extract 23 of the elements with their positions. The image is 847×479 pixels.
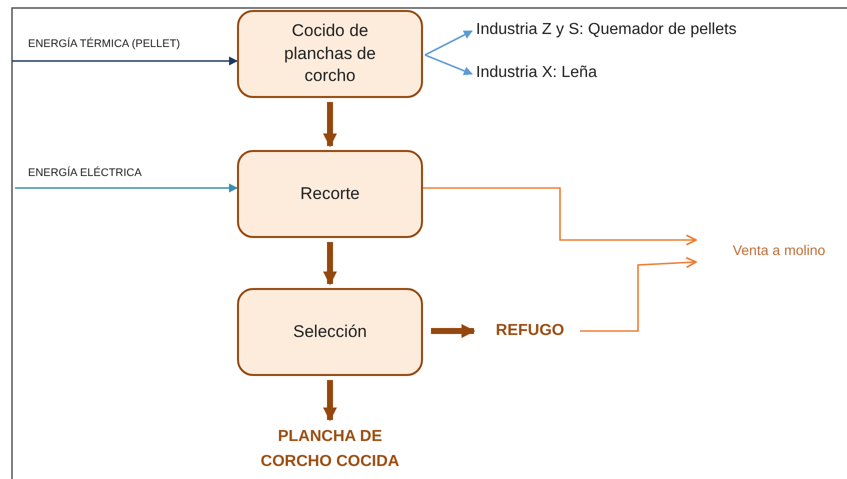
thick-arrow xyxy=(323,380,337,422)
arrow xyxy=(423,187,697,246)
process-label: Selección xyxy=(293,320,367,343)
arrow xyxy=(424,30,473,56)
edge-label: ENERGÍA TÉRMICA (PELLET) xyxy=(28,38,180,50)
process-box xyxy=(237,150,423,238)
edge-label: ENERGÍA ELÉCTRICA xyxy=(28,167,142,179)
arrow xyxy=(580,256,697,332)
process-label: Cocido de planchas de corcho xyxy=(283,20,377,88)
output-label: REFUGO xyxy=(490,319,570,343)
output-text: Industria X: Leña xyxy=(476,61,636,85)
thick-arrow xyxy=(323,102,337,148)
output-text: Industria Z y S: Quemador de pellets xyxy=(476,18,796,42)
process-box xyxy=(237,10,423,98)
destination-text: Venta a molino xyxy=(716,238,842,262)
arrow xyxy=(15,184,238,192)
process-label: Recorte xyxy=(300,182,360,205)
arrow xyxy=(424,54,473,76)
arrow xyxy=(12,56,238,66)
process-box xyxy=(237,288,423,376)
thick-arrow xyxy=(323,242,337,286)
output-label: PLANCHA DE CORCHO COCIDA xyxy=(250,424,410,476)
thick-arrow xyxy=(431,324,476,338)
